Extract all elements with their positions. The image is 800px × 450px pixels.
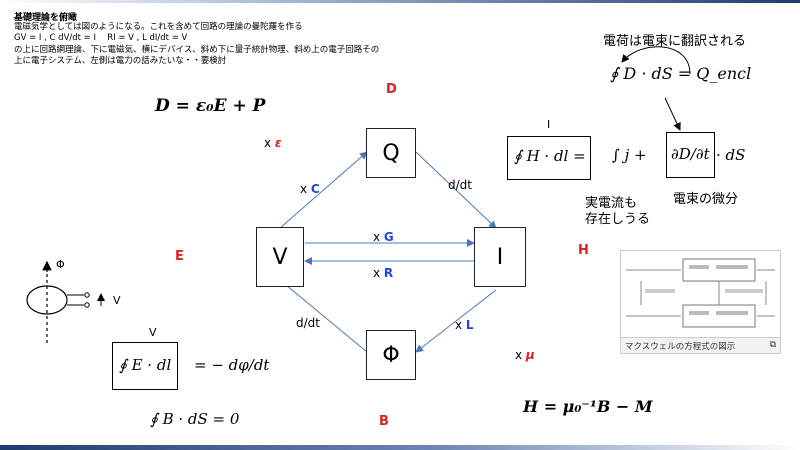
- edge-label-c: x C: [300, 182, 320, 196]
- intro-line-4: 上に電子システム、左側は電力の話みたいな・・要検討: [14, 55, 227, 66]
- intro-line-3: の上に回路網理論、下に電磁気、横にデバイス、斜め下に量子統計物理、斜め上の電子回…: [14, 44, 380, 55]
- letter-e: E: [175, 249, 184, 264]
- equation-gauss: ∮ D · dS = Q_encl: [610, 64, 752, 83]
- equation-gauss-b: ∮ B · dS = 0: [150, 410, 240, 428]
- arrow-gauss-to-ddt: [664, 97, 681, 131]
- equation-ampere-mid: ∫ j +: [612, 146, 647, 164]
- equation-d-field: D = ε₀E + P: [155, 96, 266, 116]
- letter-b: B: [379, 414, 389, 429]
- note-v-small: V: [113, 294, 121, 307]
- note-phi-label: Φ: [56, 258, 65, 271]
- thumbnail-caption: マクスウェルの方程式の図示 ⧉: [620, 337, 781, 354]
- loop-sketch: [26, 260, 105, 343]
- maxwell-diagram-thumbnail[interactable]: [620, 250, 781, 354]
- edge-label-mu: x μ: [515, 348, 535, 362]
- node-v: V: [256, 227, 304, 287]
- equation-faraday-lhs: ∮ E · dl: [112, 342, 179, 390]
- equation-faraday-rhs: = − dφ/dt: [194, 356, 270, 374]
- intro-text: 電磁気学としては図のようになる。これを含めて回路の理論の曼陀羅を作る GV = …: [14, 22, 379, 67]
- top-accent-bar: [0, 0, 800, 3]
- letter-h: H: [578, 243, 589, 258]
- note-real-current: 実電流も 存在しうる: [585, 196, 651, 227]
- edge-label-l: x L: [455, 318, 474, 332]
- edge-label-ddt-left: d/dt: [296, 316, 320, 330]
- letter-d: D: [386, 82, 397, 97]
- node-phi: Φ: [366, 330, 416, 380]
- equation-ampere-lhs: ∮ H · dl =: [507, 136, 591, 180]
- maxwell-diagram-image: [626, 258, 775, 328]
- slide-title: 基礎理論を俯瞰: [14, 13, 78, 23]
- equation-h-field: H = μ₀⁻¹B − M: [523, 397, 653, 416]
- note-i-label: I: [547, 118, 551, 131]
- note-v-label: V: [149, 326, 157, 339]
- intro-line-1: 電磁気学としては図のようになる。これを含めて回路の理論の曼陀羅を作る: [14, 22, 303, 32]
- note-charge-flux: 電荷は電束に翻訳される: [603, 34, 747, 49]
- edge-label-r: x R: [373, 266, 394, 280]
- edge-label-ddt-right: d/dt: [448, 178, 472, 192]
- equation-ampere-tail: · dS: [716, 146, 746, 164]
- edge-label-eps: x ε: [264, 136, 282, 150]
- expand-icon[interactable]: ⧉: [769, 340, 776, 350]
- arrow-q-to-i: [415, 151, 497, 229]
- node-i: I: [474, 227, 526, 287]
- node-q: Q: [366, 128, 416, 178]
- arrow-charge-flux: [621, 46, 691, 75]
- note-flux-derivative: 電束の微分: [673, 192, 739, 207]
- intro-line-2: GV = I , C dV/dt = I RI = V , L dI/dt = …: [14, 33, 188, 44]
- arrow-i-to-phi: [415, 289, 497, 353]
- edge-label-g: x G: [373, 230, 394, 244]
- arrow-v-to-q: [279, 151, 368, 229]
- equation-ampere-box: ∂D/∂t: [666, 132, 715, 178]
- bottom-accent-bar: [0, 445, 800, 450]
- arrow-phi-to-v: [279, 279, 368, 353]
